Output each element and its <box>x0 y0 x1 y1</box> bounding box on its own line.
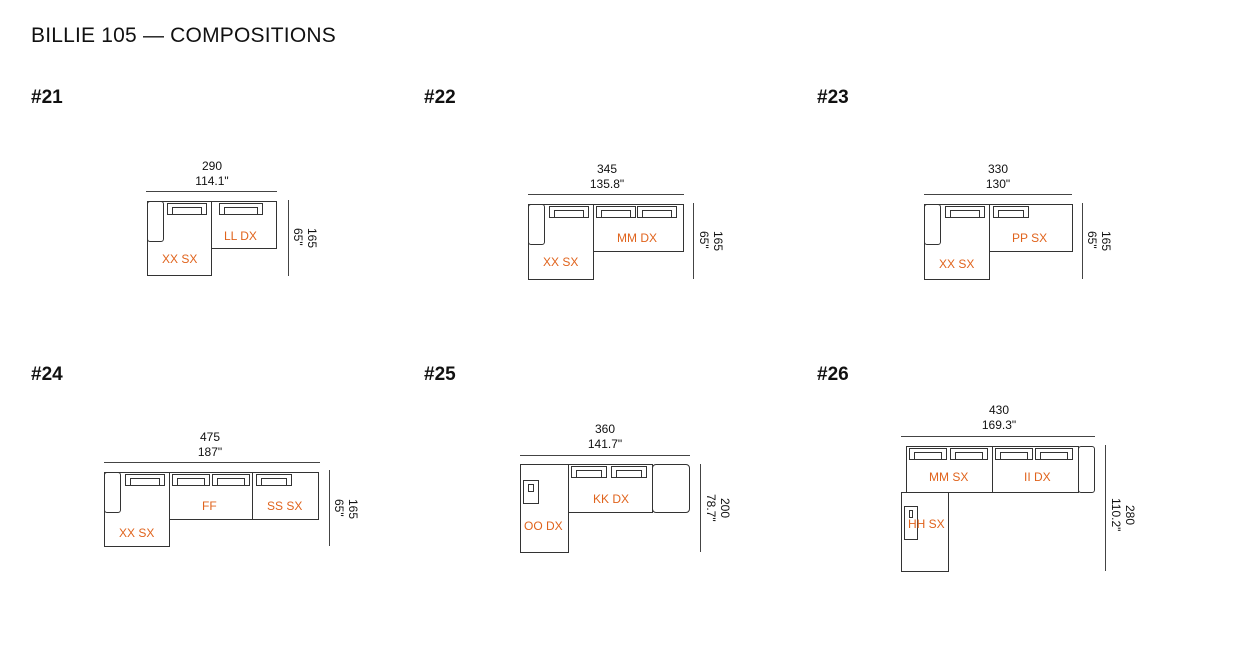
width-dimension-line <box>924 194 1072 195</box>
module-label: PP SX <box>1012 231 1048 245</box>
depth-cm: 200 <box>718 498 732 519</box>
page-title: BILLIE 105 — COMPOSITIONS <box>31 24 336 47</box>
backrest-cushion <box>945 206 985 218</box>
width-dimension-line <box>901 436 1095 437</box>
composition-number: #21 <box>31 87 63 108</box>
module-label: XX SX <box>939 257 975 271</box>
side-cushion <box>523 480 539 504</box>
width-in: 130" <box>985 177 1011 191</box>
width-cm: 475 <box>199 430 221 444</box>
backrest-cushion <box>637 206 677 218</box>
backrest-cushion <box>256 474 292 486</box>
depth-cm: 165 <box>711 231 725 252</box>
composition-number: #23 <box>817 87 849 108</box>
depth-in: 110.2" <box>1109 498 1123 532</box>
width-in: 169.3" <box>981 418 1017 432</box>
width-in: 141.7" <box>587 437 623 451</box>
width-in: 187" <box>197 445 223 459</box>
depth-cm: 165 <box>305 228 319 249</box>
module-label: XX SX <box>119 526 155 540</box>
module-label: MM DX <box>617 231 657 245</box>
backrest-cushion <box>125 474 165 486</box>
width-in: 114.1" <box>195 174 229 188</box>
backrest-cushion <box>167 203 207 215</box>
module-arm <box>652 464 690 513</box>
composition-number: #24 <box>31 364 63 385</box>
module-label: KK DX <box>593 492 630 506</box>
backrest-cushion <box>611 466 647 478</box>
width-in: 135.8" <box>589 177 625 191</box>
module-arm <box>147 201 164 242</box>
backrest-cushion <box>172 474 210 486</box>
depth-dimension-line <box>329 470 330 546</box>
width-cm: 345 <box>596 162 618 176</box>
module-label: MM SX <box>929 470 969 484</box>
depth-cm: 280 <box>1123 505 1137 526</box>
backrest-cushion <box>212 474 250 486</box>
module-label: II DX <box>1024 470 1051 484</box>
depth-dimension-line <box>288 200 289 276</box>
backrest-cushion <box>909 448 947 460</box>
composition-number: #26 <box>817 364 849 385</box>
module-arm <box>1078 446 1095 493</box>
depth-dimension-line <box>693 203 694 279</box>
backrest-cushion <box>950 448 988 460</box>
width-cm: 360 <box>594 422 616 436</box>
backrest-cushion <box>596 206 636 218</box>
module-arm <box>104 472 121 513</box>
module-label: XX SX <box>543 255 579 269</box>
module-label: SS SX <box>267 499 303 513</box>
depth-in: 65" <box>291 228 305 246</box>
composition-number: #22 <box>424 87 456 108</box>
width-dimension-line <box>528 194 684 195</box>
composition-number: #25 <box>424 364 456 385</box>
backrest-cushion <box>219 203 263 215</box>
depth-in: 65" <box>1085 231 1099 249</box>
module-label: XX SX <box>162 252 198 266</box>
width-cm: 290 <box>201 159 223 173</box>
module-corner <box>520 464 569 553</box>
backrest-cushion <box>1035 448 1073 460</box>
module-label: OO DX <box>524 519 563 533</box>
width-cm: 330 <box>987 162 1009 176</box>
depth-in: 78.7" <box>704 494 718 522</box>
depth-cm: 165 <box>1099 231 1113 252</box>
width-dimension-line <box>520 455 690 456</box>
module-label: LL DX <box>224 229 257 243</box>
width-cm: 430 <box>988 403 1010 417</box>
module-arm <box>528 204 545 245</box>
depth-dimension-line <box>1082 203 1083 279</box>
depth-in: 65" <box>697 231 711 249</box>
backrest-cushion <box>549 206 589 218</box>
module-label: HH SX <box>908 517 945 531</box>
depth-cm: 165 <box>346 499 360 520</box>
module-arm <box>924 204 941 245</box>
backrest-cushion <box>993 206 1029 218</box>
backrest-cushion <box>571 466 607 478</box>
side-cushion <box>904 506 918 540</box>
width-dimension-line <box>146 191 277 192</box>
width-dimension-line <box>104 462 320 463</box>
depth-dimension-line <box>1105 445 1106 571</box>
depth-in: 65" <box>332 499 346 517</box>
module-label: FF <box>202 499 217 513</box>
backrest-cushion <box>995 448 1033 460</box>
depth-dimension-line <box>700 464 701 552</box>
